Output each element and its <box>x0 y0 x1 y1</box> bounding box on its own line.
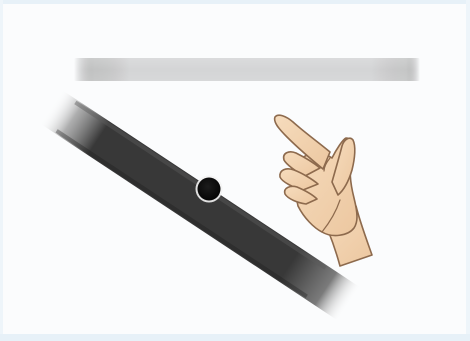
tap-point-icon <box>196 176 223 203</box>
horizontal-bar <box>74 58 420 81</box>
